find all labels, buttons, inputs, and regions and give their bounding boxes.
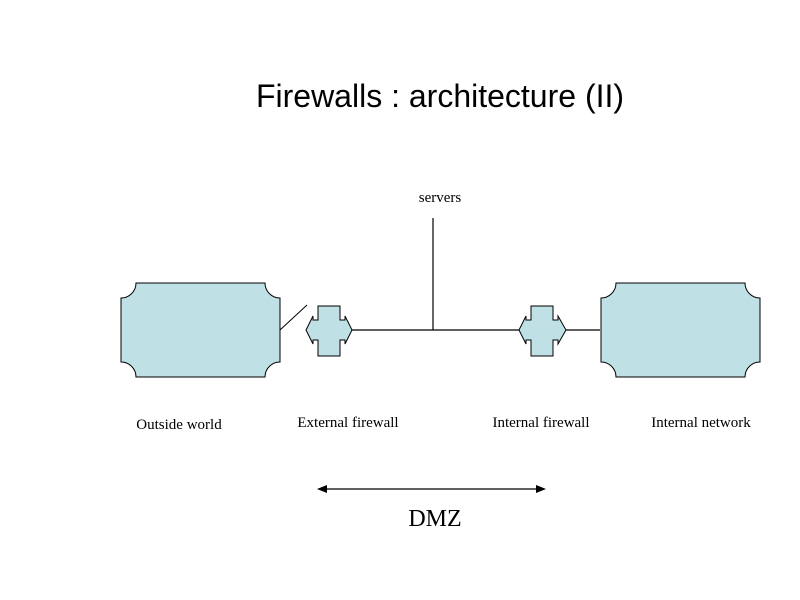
internal-network-label: Internal network (651, 415, 751, 431)
outside-world-node (120, 282, 281, 378)
internal-firewall-label: Internal firewall (492, 415, 589, 431)
dmz-span-arrow (317, 485, 546, 493)
outside-connector-line (279, 304, 308, 331)
external-firewall-node (305, 305, 353, 357)
internal-firewall-node (518, 305, 567, 357)
dmz-label: DMZ (408, 506, 461, 532)
outside-world-label: Outside world (136, 417, 222, 433)
internal-network-node (600, 282, 761, 378)
servers-label: servers (419, 190, 462, 206)
external-firewall-label: External firewall (297, 415, 398, 431)
slide-title: Firewalls : architecture (II) (255, 78, 625, 114)
